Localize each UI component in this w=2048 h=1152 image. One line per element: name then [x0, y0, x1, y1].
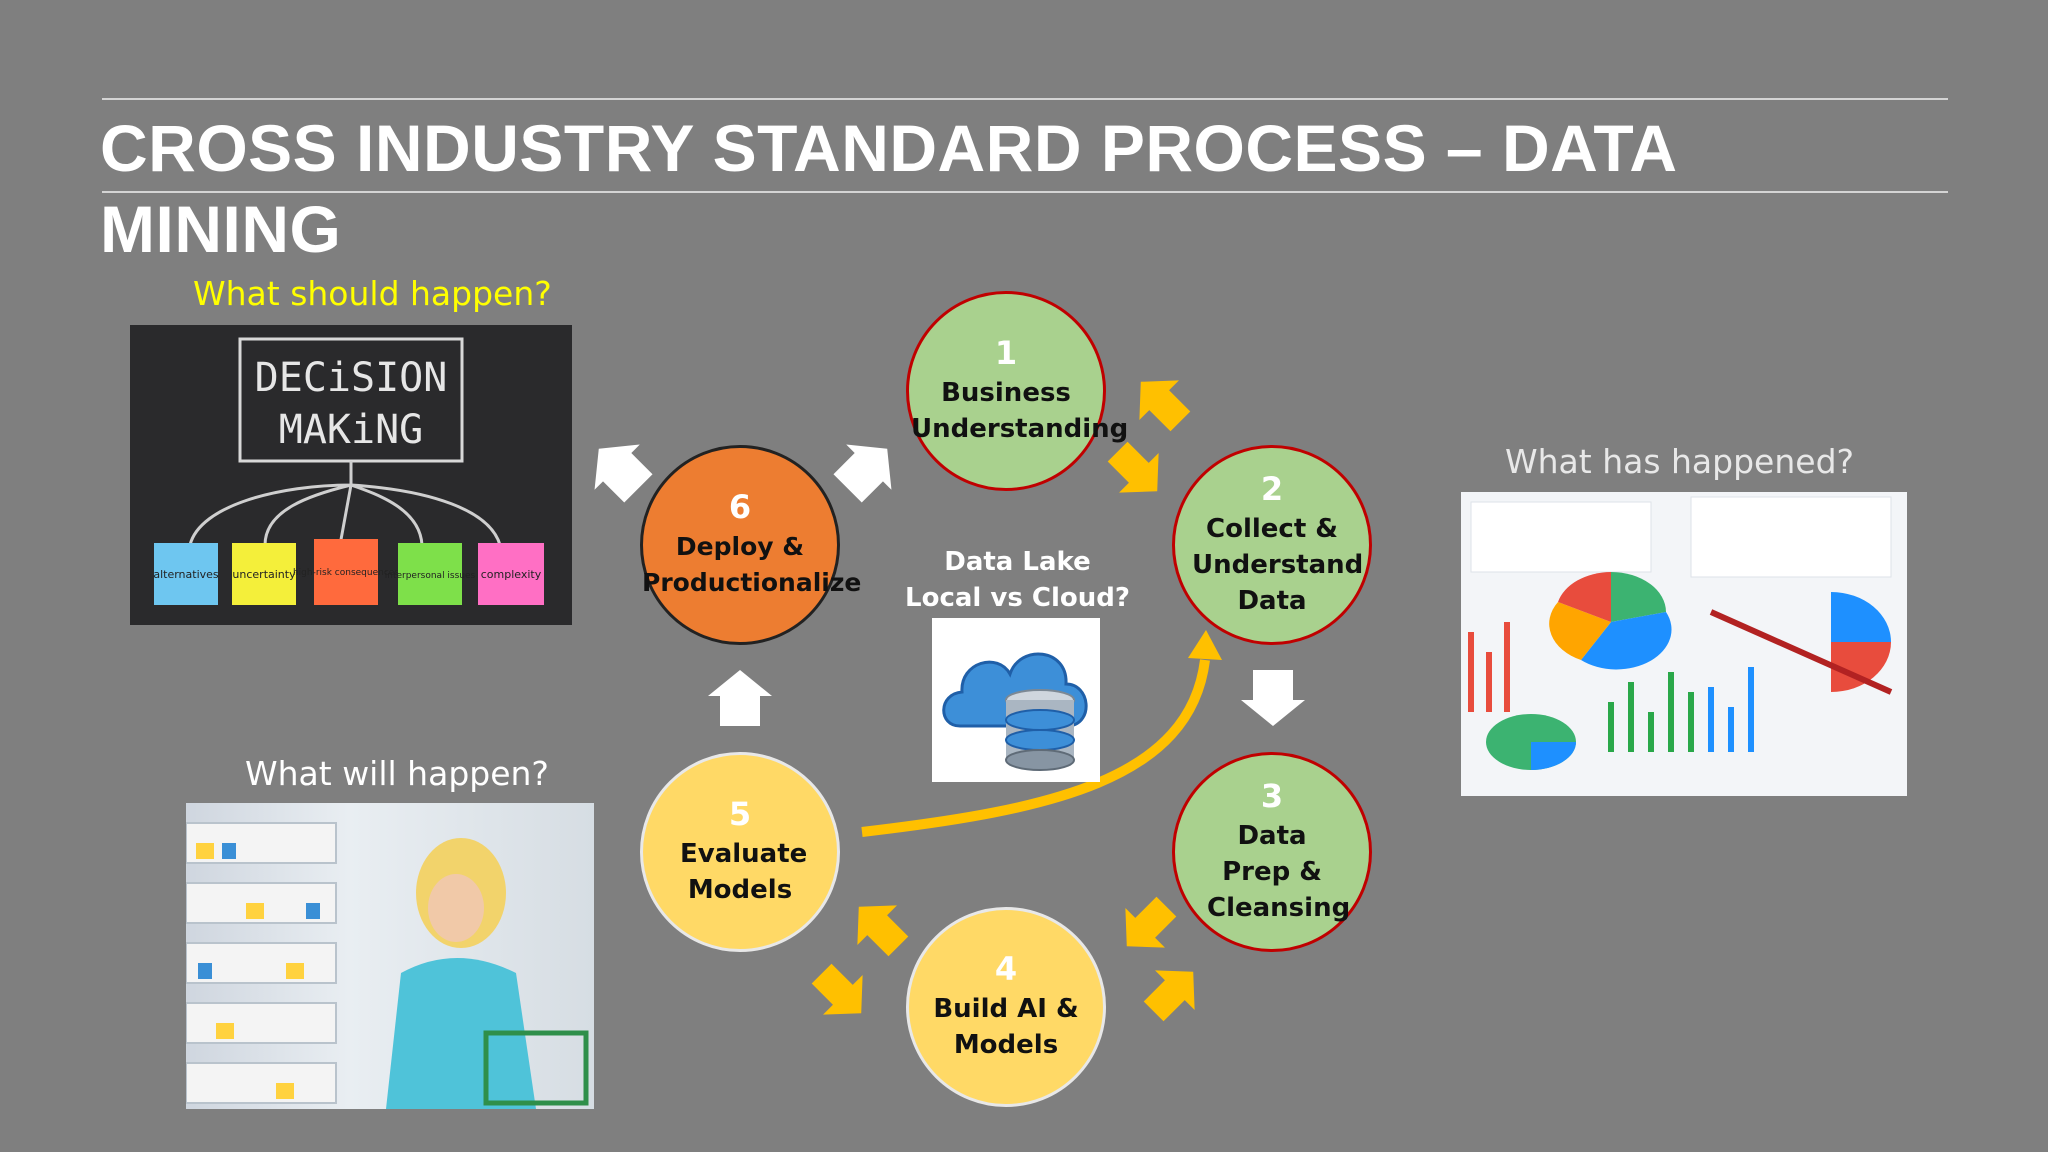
arrow-5-to-6-icon [708, 670, 772, 726]
sticky-note-2: uncertainty [232, 543, 296, 605]
svg-text:complexity: complexity [481, 568, 542, 581]
shopper-drawing [186, 822, 589, 1109]
sticky-note-4: interpersonal issues [385, 543, 476, 605]
arrow-4-to-3-icon [1143, 970, 1195, 1022]
board-line2: MAKiNG [279, 407, 424, 453]
data-lake-label: Data Lake Local vs Cloud? [905, 547, 1130, 613]
title-rule [102, 191, 1948, 193]
sticky-note-3: high-risk consequences [293, 539, 399, 605]
caption-what-will-happen: What will happen? [245, 754, 549, 793]
arrow-1-to-2-icon [1107, 441, 1159, 493]
sticky-note-1: alternatives [153, 543, 219, 605]
arrow-2-to-1-icon [1139, 380, 1191, 432]
caption-what-has-happened: What has happened? [1505, 442, 1855, 481]
arrow-4-to-5-icon [857, 905, 909, 957]
shopper-photo [186, 803, 594, 1109]
arrow-5-to-4-icon [811, 963, 863, 1015]
feedback-arrowhead-icon [1188, 630, 1222, 660]
cloud-database-icon [932, 618, 1100, 782]
svg-text:high-risk consequences: high-risk consequences [293, 568, 399, 578]
feedback-arrow-5-to-2 [861, 659, 1210, 837]
chalkboard-drawing: DECiSION MAKiNG alternatives uncertainty… [153, 337, 544, 605]
arrow-3-to-4-icon [1125, 896, 1177, 948]
caption-what-should-happen: What should happen? [193, 274, 552, 313]
analytics-drawing [1468, 496, 1893, 770]
page-title: CROSS INDUSTRY STANDARD PROCESS – DATA M… [100, 111, 1676, 266]
svg-text:uncertainty: uncertainty [232, 568, 296, 581]
board-line1: DECiSION [255, 355, 448, 401]
arrow-2-to-3-icon [1241, 670, 1305, 726]
svg-text:alternatives: alternatives [153, 568, 219, 581]
arrow-6-to-decision-icon [594, 444, 653, 503]
sticky-note-5: complexity [478, 543, 544, 605]
arrow-6-to-1-icon [833, 444, 892, 503]
top-rule [102, 98, 1948, 100]
svg-text:interpersonal issues: interpersonal issues [385, 571, 476, 581]
decision-making-image: DECiSION MAKiNG alternatives uncertainty… [130, 325, 572, 625]
analytics-charts-photo [1461, 492, 1907, 796]
